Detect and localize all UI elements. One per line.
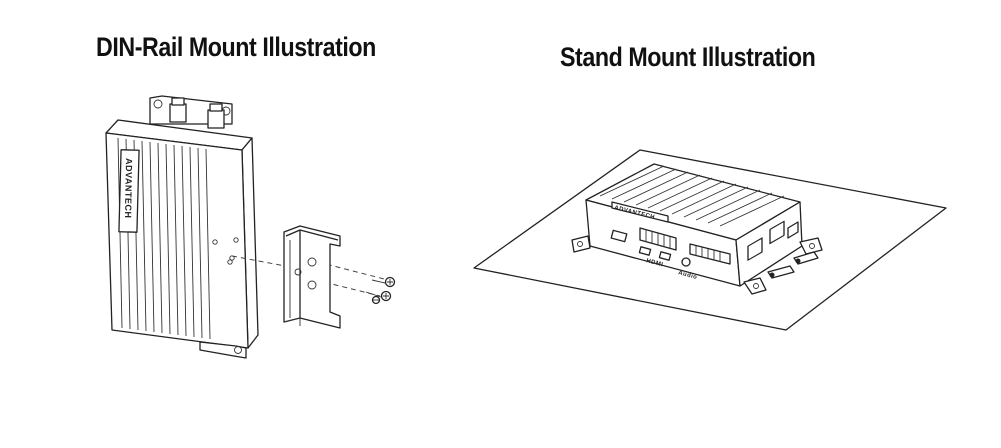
mounting-screws [365, 276, 396, 305]
lan-port-1 [747, 237, 763, 261]
audio-jack [681, 257, 691, 267]
stand-surface [473, 149, 947, 331]
din-rail-bracket [283, 225, 341, 329]
hdmi-label: HDMI [645, 258, 663, 268]
din-rail-device: ADVANTECH [105, 95, 259, 359]
brand-label-din: ADVANTECH [123, 158, 134, 219]
hdmi-port-2 [658, 251, 672, 261]
io-connector [689, 243, 731, 265]
power-port [610, 229, 628, 243]
hdmi-port-1 [638, 246, 652, 256]
din-rail-title: DIN-Rail Mount Illustration [96, 32, 376, 62]
antenna-port [787, 221, 799, 239]
audio-label: Audio [677, 270, 697, 281]
stand-mount-device: ADVANTECH HDMI Audio [571, 163, 823, 295]
stand-mount-title: Stand Mount Illustration [560, 42, 816, 72]
lan-port-2 [769, 220, 785, 245]
terminal-block [639, 227, 677, 251]
stand-screws [767, 251, 819, 279]
stand-feet [571, 235, 823, 295]
